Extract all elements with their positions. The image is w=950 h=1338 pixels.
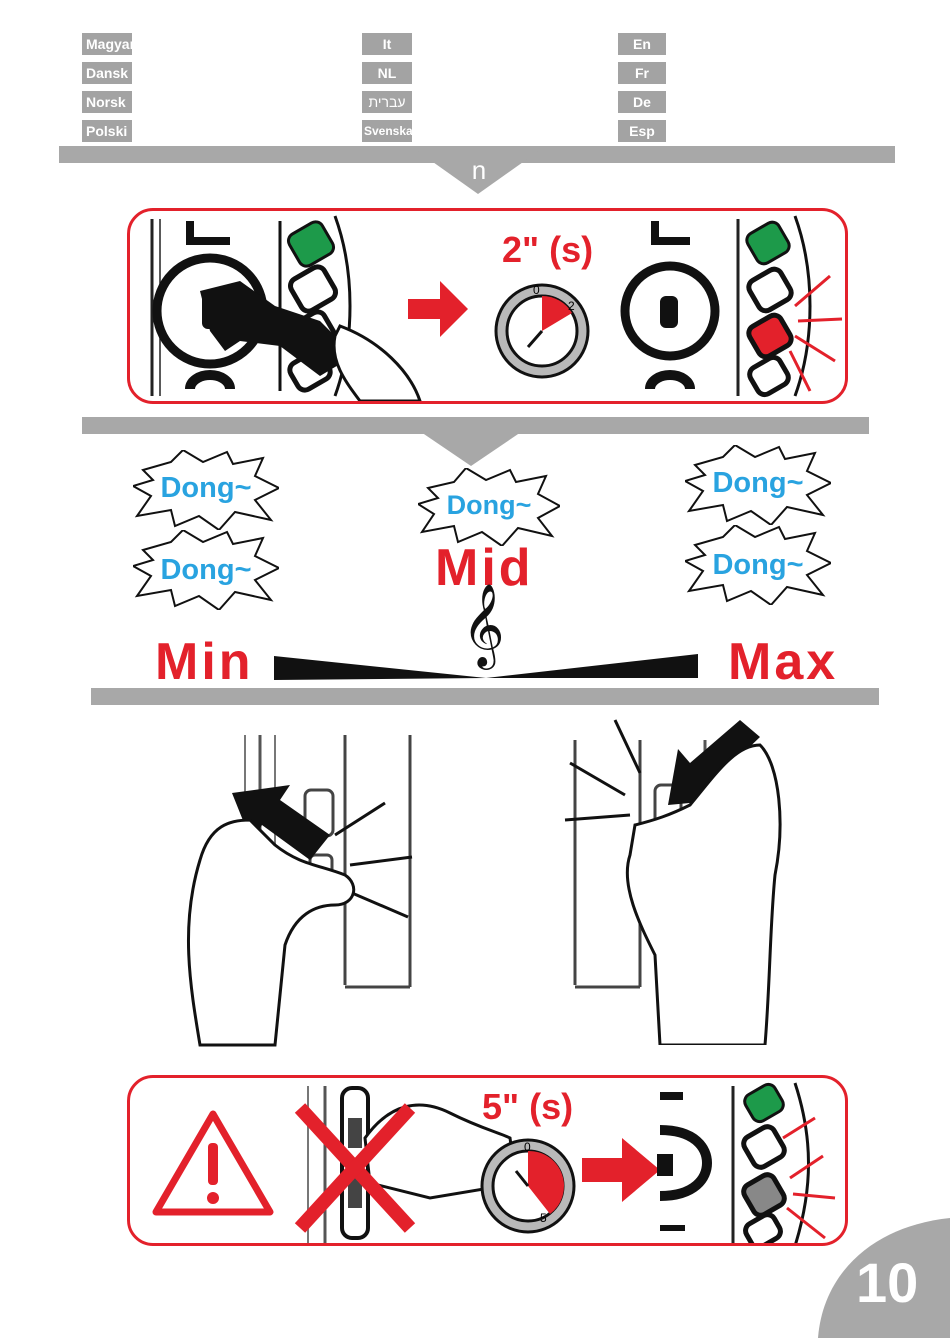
dong-burst-max-2: Dong~ bbox=[685, 525, 831, 605]
step3-panel: 0 5 5" (s) bbox=[127, 1075, 848, 1246]
dong-burst-min-1: Dong~ bbox=[133, 450, 279, 530]
volume-min-label: Min bbox=[155, 632, 254, 692]
lock-press-illustration bbox=[130, 211, 845, 401]
dial-start-label: 0 bbox=[533, 283, 540, 297]
lang-svenska: Svenska bbox=[362, 120, 412, 142]
lang-fr: Fr bbox=[618, 62, 666, 84]
lang-polski: Polski bbox=[82, 120, 132, 142]
step-marker: n bbox=[466, 155, 492, 186]
dong-burst-min-2: Dong~ bbox=[133, 530, 279, 610]
lang-en: En bbox=[618, 33, 666, 55]
step3-duration: 5" (s) bbox=[482, 1086, 573, 1128]
dial5-start-label: 0 bbox=[524, 1140, 531, 1154]
divider-bar-bottom bbox=[91, 688, 879, 705]
step1-duration: 2" (s) bbox=[502, 229, 593, 271]
dong-burst-max-1: Dong~ bbox=[685, 445, 831, 525]
dial5-end-label: 5 bbox=[540, 1211, 547, 1225]
page-number: 10 bbox=[856, 1250, 918, 1315]
dial-end-label: 2 bbox=[568, 299, 575, 313]
right-hand-press-illustration bbox=[560, 705, 790, 1045]
lang-esp: Esp bbox=[618, 120, 666, 142]
lang-dansk: Dansk bbox=[82, 62, 132, 84]
lang-de: De bbox=[618, 91, 666, 113]
red-arrow-icon bbox=[582, 1138, 662, 1202]
lang-norsk: Norsk bbox=[82, 91, 132, 113]
timer-dial-icon bbox=[492, 281, 592, 381]
left-hand-press-illustration bbox=[180, 725, 420, 1050]
warning-icon bbox=[150, 1108, 276, 1218]
lang-magyar: Magyar bbox=[82, 33, 132, 55]
lang-hebrew: עברית bbox=[362, 91, 412, 113]
lang-it: It bbox=[362, 33, 412, 55]
step1-panel: 0 2 2" (s) bbox=[127, 208, 848, 404]
volume-wedge bbox=[274, 652, 698, 682]
dong-burst-mid: Dong~ bbox=[418, 468, 560, 546]
lang-nl: NL bbox=[362, 62, 412, 84]
volume-pointer bbox=[418, 430, 524, 466]
volume-max-label: Max bbox=[728, 632, 838, 692]
